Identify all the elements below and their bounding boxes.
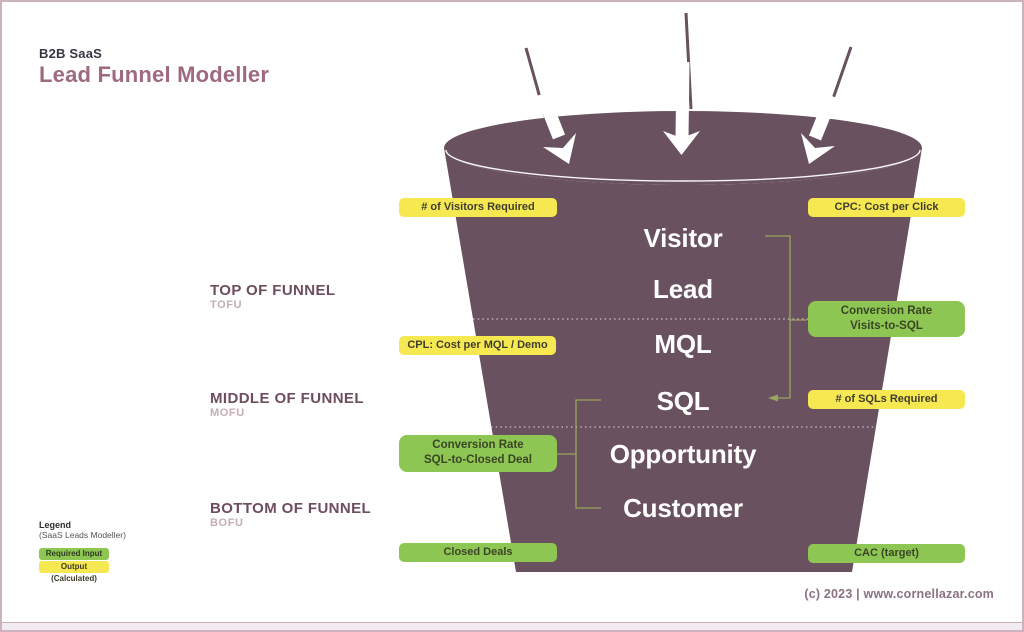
section-mofu: MOFU <box>210 407 245 419</box>
chip-line: SQL-to-Closed Deal <box>424 454 532 466</box>
bracket-visitor-to-sql <box>765 235 791 399</box>
chip-sqls-required: # of SQLs Required <box>808 390 965 409</box>
chip-line: Conversion Rate <box>432 439 524 451</box>
inflow-arrow-left-head <box>543 133 576 164</box>
chip-conversion-sql-to-closed: Conversion Rate SQL-to-Closed Deal <box>399 435 557 472</box>
stage-lead: Lead <box>653 274 713 304</box>
chip-cac-target: CAC (target) <box>808 544 965 563</box>
bracket-arrowhead-icon <box>768 394 778 402</box>
chip-cpl: CPL: Cost per MQL / Demo <box>399 336 556 355</box>
stage-opportunity: Opportunity <box>609 439 757 469</box>
inflow-arrow-left-icon <box>535 91 566 140</box>
section-tofu: TOFU <box>210 299 243 311</box>
funnel-body-shape <box>444 148 922 572</box>
stage-visitor: Visitor <box>643 223 723 253</box>
page-title: Lead Funnel Modeller <box>39 62 270 87</box>
chip-line: Visits-to-SQL <box>850 320 923 332</box>
section-middle-of-funnel: MIDDLE OF FUNNEL <box>210 390 364 407</box>
stage-sql: SQL <box>656 386 710 416</box>
inflow-arrow-right-icon <box>808 93 839 141</box>
legend-output-calculated: Output (Calculated) <box>39 561 109 583</box>
chip-visitors-required: # of Visitors Required <box>399 198 557 217</box>
section-bofu: BOFU <box>210 517 244 529</box>
inflow-arrows <box>535 61 839 164</box>
page-kicker: B2B SaaS <box>39 46 103 61</box>
stage-mql: MQL <box>654 329 712 359</box>
funnel-rim-line <box>445 149 921 182</box>
legend-subtitle: (SaaS Leads Modeller) <box>39 530 126 540</box>
inflow-arrow-middle-head <box>663 131 700 155</box>
chip-conversion-visits-to-sql: Conversion Rate Visits-to-SQL <box>808 301 965 337</box>
chip-line: Conversion Rate <box>840 305 933 317</box>
inflow-arrow-middle-icon <box>675 61 690 139</box>
connector-lines <box>557 235 807 509</box>
footer-credit: (c) 2023 | www.cornellazar.com <box>804 587 994 601</box>
page-bottom-edge <box>2 622 1022 630</box>
chip-cpc: CPC: Cost per Click <box>808 198 965 217</box>
inflow-arrow-right-head <box>801 133 835 164</box>
section-bottom-of-funnel: BOTTOM OF FUNNEL <box>210 500 372 517</box>
section-top-of-funnel: TOP OF FUNNEL <box>210 282 336 299</box>
legend-required-input: Required Input <box>39 548 109 560</box>
stage-customer: Customer <box>623 493 743 523</box>
legend-title: Legend <box>39 520 72 530</box>
chip-closed-deals: Closed Deals <box>399 543 557 562</box>
